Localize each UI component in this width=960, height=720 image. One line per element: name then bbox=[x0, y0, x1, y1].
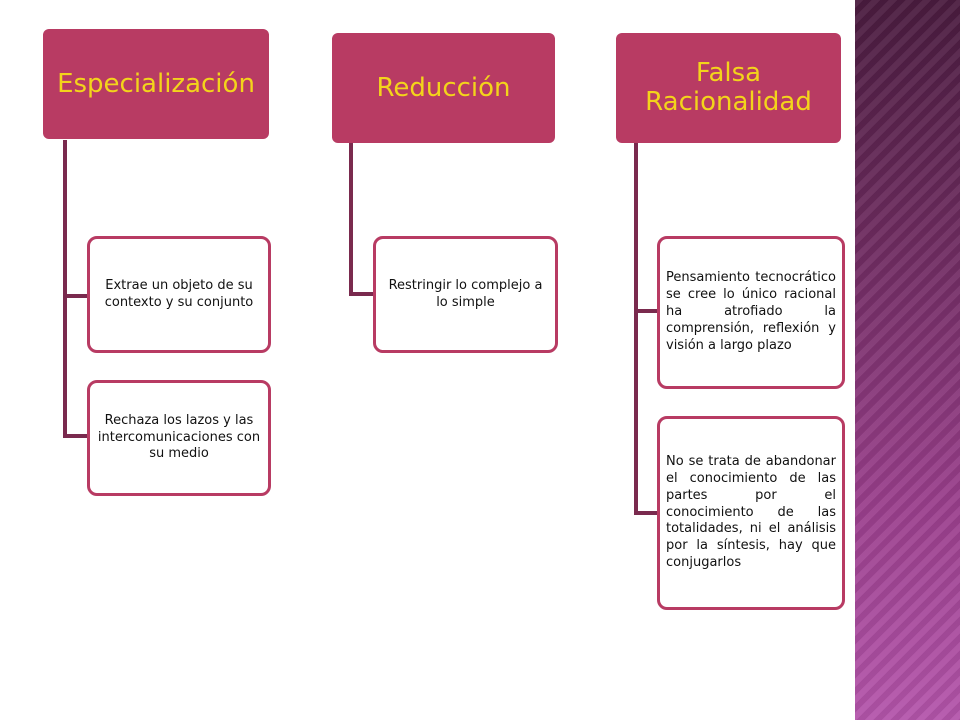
box-especializacion-2: Rechaza los lazos y las intercomunicacio… bbox=[87, 380, 271, 496]
connector-col2-branch1 bbox=[349, 292, 376, 296]
box-especializacion-1: Extrae un objeto de su contexto y su con… bbox=[87, 236, 271, 353]
connector-col2-vertical bbox=[349, 143, 353, 296]
decorative-sidebar bbox=[855, 0, 960, 720]
box-falsa-racionalidad-2-text: No se trata de abandonar el conocimiento… bbox=[666, 453, 836, 571]
box-falsa-racionalidad-1-text: Pensamiento tecnocrático se cree lo únic… bbox=[666, 270, 836, 353]
box-especializacion-1-text: Extrae un objeto de su contexto y su con… bbox=[104, 277, 254, 310]
box-reduccion-1-text: Restringir lo complejo a lo simple bbox=[388, 277, 543, 310]
box-falsa-racionalidad-2: No se trata de abandonar el conocimiento… bbox=[657, 416, 845, 610]
decorative-sidebar-pattern bbox=[855, 0, 960, 720]
box-especializacion-2-text: Rechaza los lazos y las intercomunicacio… bbox=[97, 412, 261, 462]
header-reduccion: Reducción bbox=[332, 33, 555, 143]
connector-col1-branch2 bbox=[63, 434, 90, 438]
connector-col1-branch1 bbox=[63, 294, 90, 298]
header-reduccion-label: Reducción bbox=[376, 72, 511, 103]
box-falsa-racionalidad-1: Pensamiento tecnocrático se cree lo únic… bbox=[657, 236, 845, 389]
connector-col3-branch2 bbox=[634, 511, 661, 515]
connector-col1-vertical bbox=[63, 140, 67, 438]
header-especializacion-label: Especialización bbox=[57, 68, 255, 99]
header-falsa-racionalidad: Falsa Racionalidad bbox=[616, 33, 841, 143]
header-especializacion: Especialización bbox=[43, 29, 269, 139]
box-reduccion-1: Restringir lo complejo a lo simple bbox=[373, 236, 558, 353]
connector-col3-vertical bbox=[634, 143, 638, 515]
header-falsa-racionalidad-label: Falsa Racionalidad bbox=[645, 58, 812, 117]
connector-col3-branch1 bbox=[634, 309, 661, 313]
